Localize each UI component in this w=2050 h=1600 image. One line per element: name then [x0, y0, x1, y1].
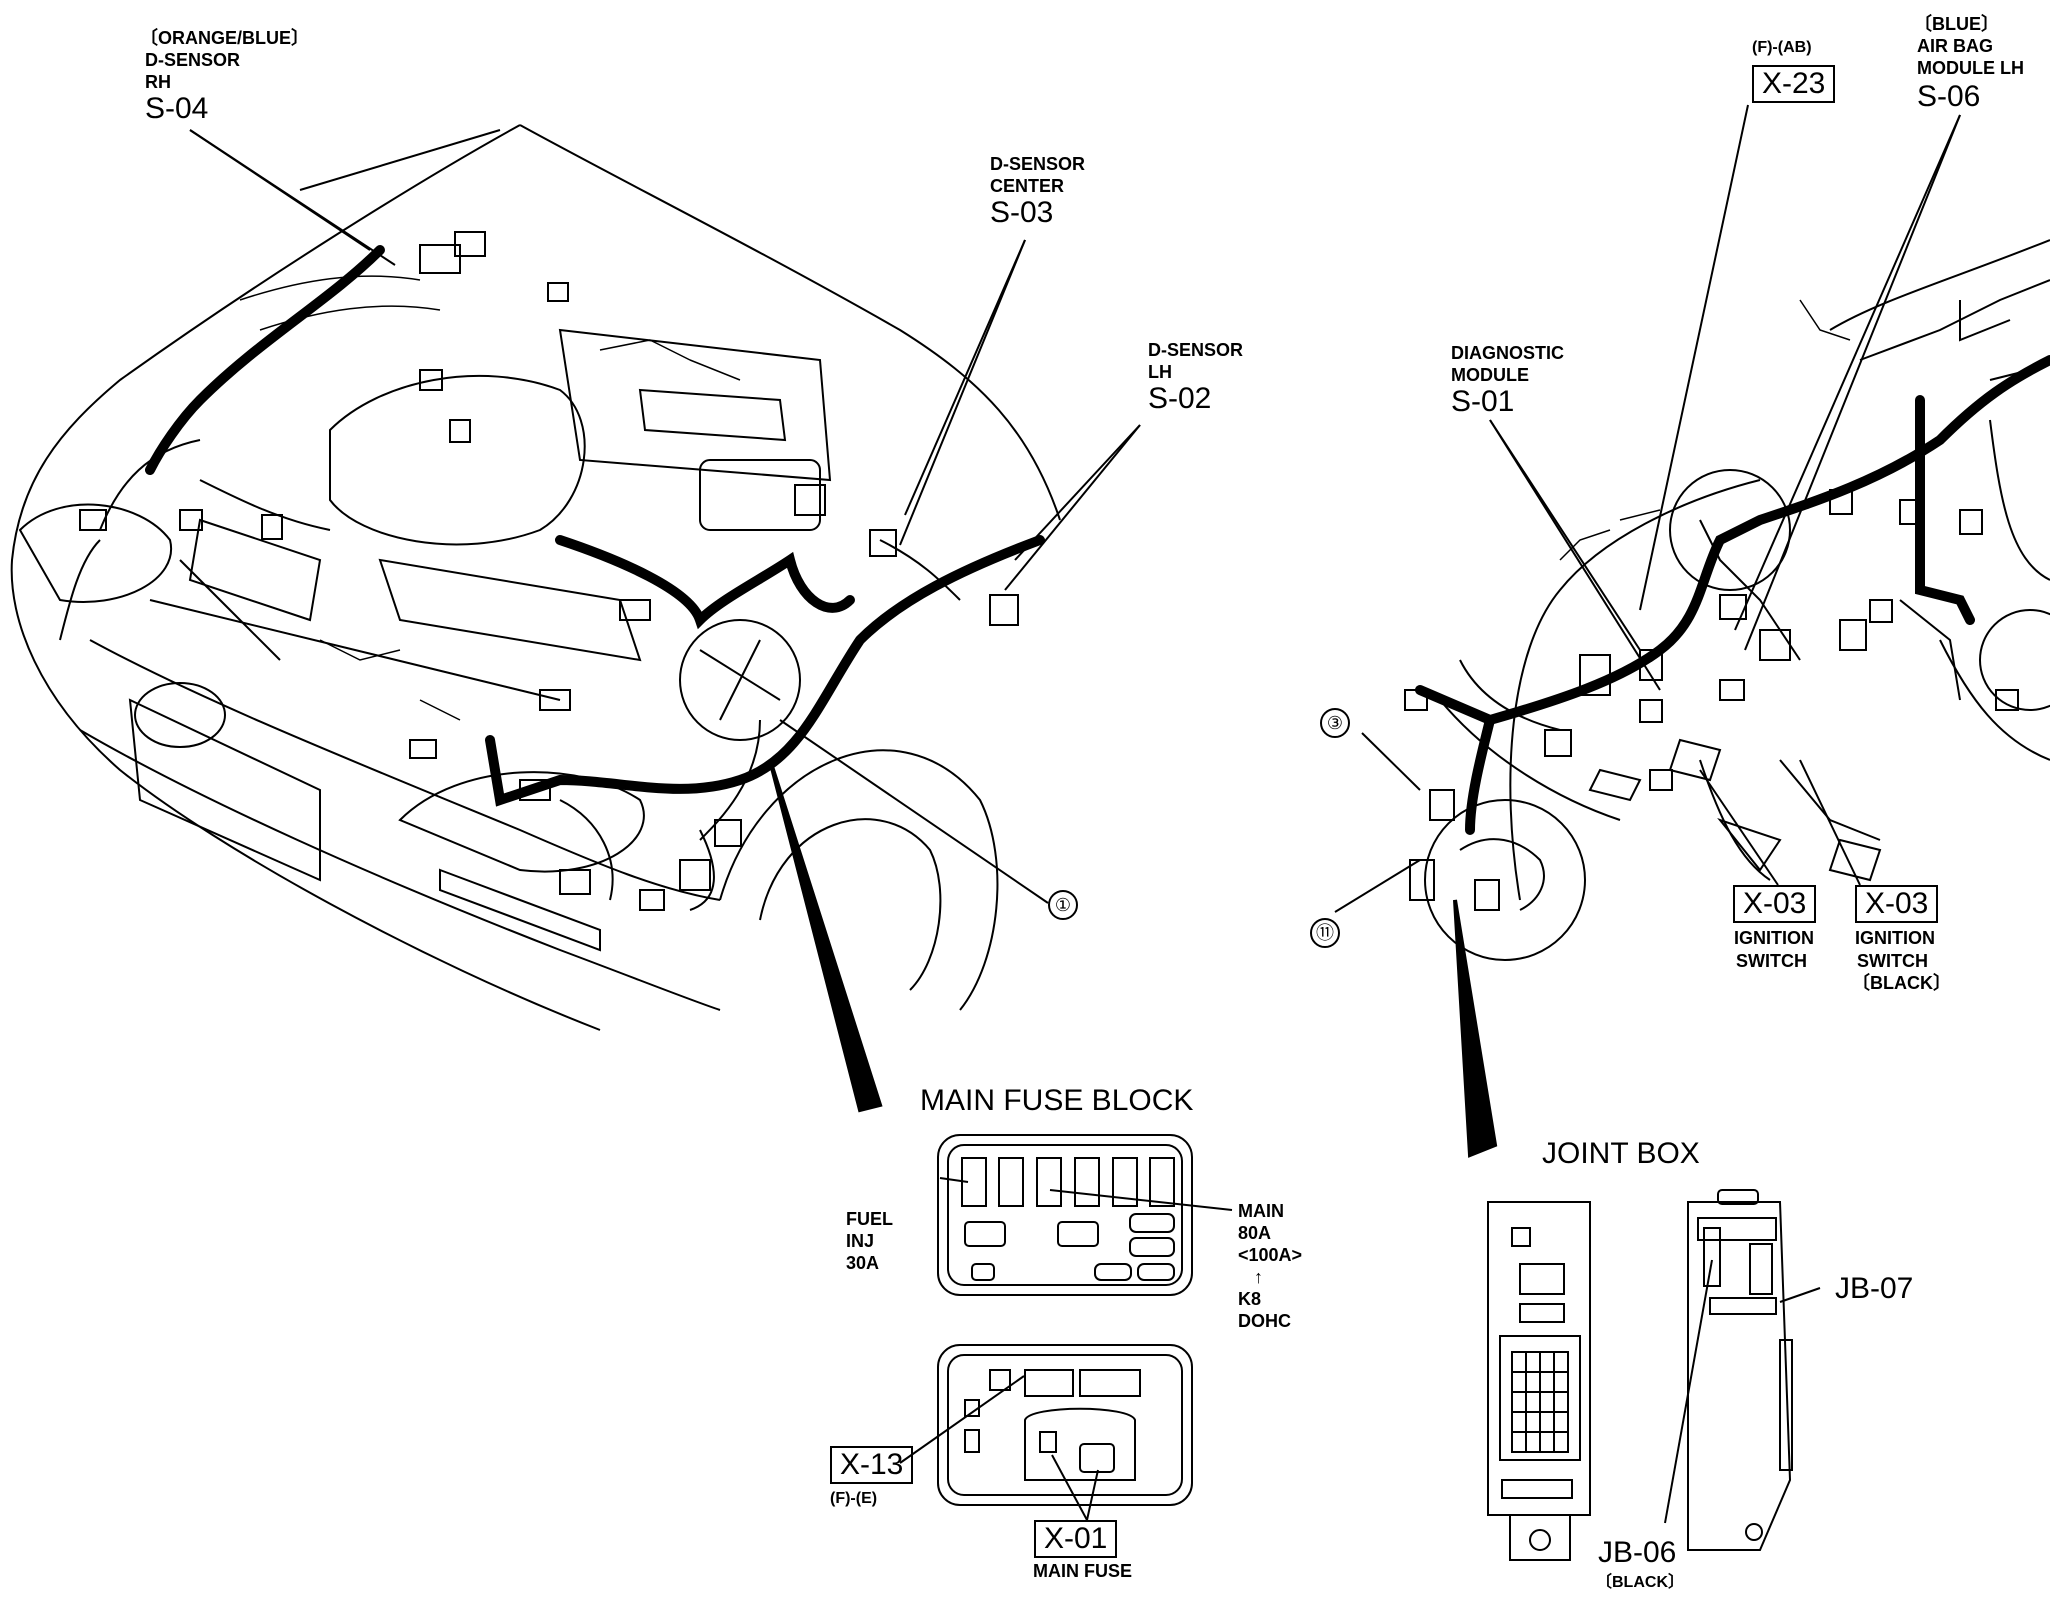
callout-3: ③: [1320, 708, 1350, 738]
s01-name-label: DIAGNOSTIC: [1451, 343, 1565, 363]
x13-code-box: X-13: [830, 1446, 914, 1484]
s02-sub-label: LH: [1148, 362, 1172, 382]
callout-1: ①: [1048, 890, 1078, 920]
main-fuse-label-5: DOHC: [1238, 1311, 1291, 1331]
main-fuse-label-4: K8: [1238, 1289, 1262, 1309]
leader-lines-right: [1334, 104, 1961, 913]
x23-code-box: X-23: [1752, 65, 1836, 103]
fuel-inj-label-1: FUEL: [846, 1209, 893, 1229]
s02-code-label: S-02: [1148, 382, 1212, 415]
joint-box-left: [1487, 1201, 1591, 1561]
jb06-label: JB-06: [1598, 1536, 1677, 1569]
x03-ignition-label: IGNITION: [1734, 928, 1814, 948]
fine-details: [239, 275, 1851, 721]
x03-switch-label: SWITCH: [1736, 951, 1807, 971]
joint-box-right: [1664, 1189, 1821, 1551]
s03-sub-label: CENTER: [990, 176, 1065, 196]
x13-note-label: (F)-(E): [830, 1490, 878, 1507]
x03-ignition-switch-black-box: X-03: [1855, 885, 1939, 923]
main-fuse-label-1: MAIN: [1238, 1201, 1284, 1221]
leader-lines-left: [189, 129, 1141, 904]
x03-ignition-switch-box: X-03: [1733, 885, 1817, 923]
dashboard-drawing: [1404, 239, 2050, 961]
main-fuse-arrow: ↑: [1254, 1267, 1263, 1287]
joint-box-title: JOINT BOX: [1542, 1137, 1700, 1170]
car-front-drawing: [10, 124, 1061, 1031]
s03-name-label: D-SENSOR: [990, 154, 1086, 174]
engine-harness: [145, 245, 1045, 807]
main-fuse-label-3: <100A>: [1238, 1245, 1303, 1265]
main-fuse-label-2: 80A: [1238, 1223, 1272, 1243]
x03b-color-label: 〔BLACK〕: [1852, 973, 1951, 993]
s06-code-label: S-06: [1917, 80, 1981, 113]
main-fuse-block-title: MAIN FUSE BLOCK: [920, 1084, 1194, 1117]
dashboard-harness: [1415, 355, 2050, 835]
joint-box-pointer: [1453, 899, 1498, 1158]
s06-name-label: AIR BAG: [1917, 36, 1993, 56]
s04-name-label: D-SENSOR: [145, 50, 241, 70]
s01-code-label: S-01: [1451, 385, 1515, 418]
x03b-ignition-label: IGNITION: [1855, 928, 1935, 948]
fuse-block-pointer: [768, 759, 883, 1113]
jb06-color-label: 〔BLACK〕: [1596, 1574, 1684, 1591]
fuel-inj-label-2: INJ: [846, 1231, 875, 1251]
s02-name-label: D-SENSOR: [1148, 340, 1244, 360]
x01-main-fuse-label: MAIN FUSE: [1033, 1561, 1132, 1581]
main-fuse-block-top: [937, 1134, 1233, 1296]
s04-code-label: S-04: [145, 92, 209, 125]
s06-sub-label: MODULE LH: [1917, 58, 2024, 78]
x23-note-label: (F)-(AB): [1752, 39, 1812, 56]
main-fuse-block-bottom: [899, 1344, 1193, 1521]
x03b-switch-label: SWITCH: [1857, 951, 1928, 971]
s04-sub-label: RH: [145, 72, 171, 92]
s01-sub-label: MODULE: [1451, 365, 1529, 385]
s04-color-label: 〔ORANGE/BLUE〕: [140, 28, 310, 48]
callout-11: ⑪: [1310, 918, 1340, 948]
s03-code-label: S-03: [990, 196, 1054, 229]
s06-color-label: 〔BLUE〕: [1914, 14, 1999, 34]
fuel-inj-label-3: 30A: [846, 1253, 880, 1273]
x01-main-fuse-box: X-01: [1034, 1520, 1118, 1558]
jb07-label: JB-07: [1835, 1272, 1914, 1305]
